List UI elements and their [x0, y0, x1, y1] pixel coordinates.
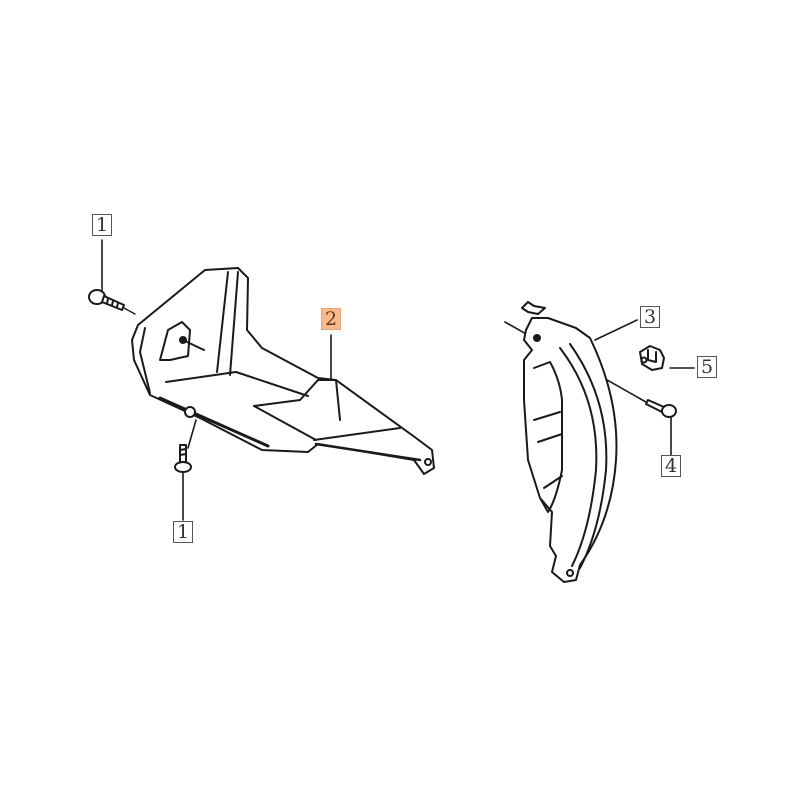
callout-2-highlighted[interactable]: 2: [321, 308, 341, 330]
callout-1-lower[interactable]: 1: [173, 521, 193, 543]
right-curved-cover-part: [521, 301, 618, 583]
left-under-cover-part: [131, 267, 435, 475]
bolt-icon-right: [645, 399, 677, 418]
callout-5[interactable]: 5: [697, 356, 717, 378]
bolt-icon-lower-left: [174, 444, 192, 473]
callout-4[interactable]: 4: [661, 455, 681, 477]
bolt-icon-upper-left: [88, 289, 136, 315]
callout-3[interactable]: 3: [640, 306, 660, 328]
clip-nut-icon: [639, 345, 665, 371]
callout-1-upper[interactable]: 1: [92, 214, 112, 236]
